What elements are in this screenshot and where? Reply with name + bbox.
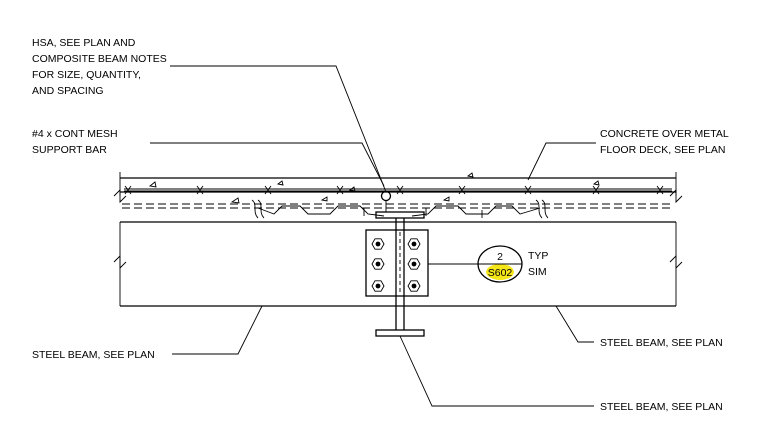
bolt — [371, 280, 385, 292]
mesh-wire-marks — [124, 185, 664, 195]
bolt — [371, 238, 385, 250]
svg-text:SUPPORT BAR: SUPPORT BAR — [32, 144, 107, 156]
bolt — [371, 258, 385, 270]
mesh-wire-mark — [458, 185, 466, 195]
note-steel-beam-bottom: STEEL BEAM, SEE PLAN — [600, 401, 723, 413]
mesh-wire-mark — [336, 185, 344, 195]
detail-reference-tag: 2 S602 TYP SIM — [428, 245, 548, 283]
steel-girder — [113, 221, 683, 307]
mesh-wire-mark — [396, 185, 404, 195]
svg-text:AND SPACING: AND SPACING — [32, 85, 104, 97]
detail-note-sim: SIM — [528, 266, 547, 278]
leader-lines — [150, 65, 596, 407]
bolt — [407, 238, 421, 250]
concrete-aggregate — [148, 172, 600, 204]
note-steel-beam-left: STEEL BEAM, SEE PLAN — [32, 349, 155, 361]
detail-sheet[interactable]: S602 — [488, 267, 513, 279]
detail-number: 2 — [497, 251, 503, 263]
svg-text:COMPOSITE BEAM NOTES: COMPOSITE BEAM NOTES — [32, 53, 167, 65]
connection-bolts — [371, 238, 421, 292]
svg-text:CONCRETE OVER METAL: CONCRETE OVER METAL — [600, 128, 729, 140]
shear-tab-plate — [365, 229, 429, 297]
svg-text:FLOOR DECK, SEE PLAN: FLOOR DECK, SEE PLAN — [600, 144, 725, 156]
concrete-slab — [119, 172, 677, 196]
detail-note-typ: TYP — [528, 250, 548, 262]
note-hsa: HSA, SEE PLAN AND COMPOSITE BEAM NOTES F… — [32, 37, 167, 97]
metal-floor-deck — [122, 199, 674, 219]
bolt — [407, 258, 421, 270]
svg-text:FOR SIZE, QUANTITY,: FOR SIZE, QUANTITY, — [32, 69, 141, 81]
note-mesh: #4 x CONT MESH SUPPORT BAR — [32, 128, 118, 156]
bolt — [407, 280, 421, 292]
svg-text:HSA, SEE PLAN AND: HSA, SEE PLAN AND — [32, 37, 136, 49]
note-steel-beam-right: STEEL BEAM, SEE PLAN — [600, 337, 723, 349]
mesh-wire-mark — [656, 185, 664, 195]
note-concrete: CONCRETE OVER METAL FLOOR DECK, SEE PLAN — [600, 128, 729, 156]
mesh-wire-mark — [264, 185, 272, 195]
mesh-wire-mark — [592, 185, 600, 195]
svg-text:#4 x CONT MESH: #4 x CONT MESH — [32, 128, 118, 140]
slab-break-marks — [113, 188, 683, 204]
sheet-highlight — [486, 264, 514, 280]
mesh-wire-mark — [124, 185, 132, 195]
mesh-wire-mark — [196, 185, 204, 195]
mesh-wire-mark — [524, 185, 532, 195]
